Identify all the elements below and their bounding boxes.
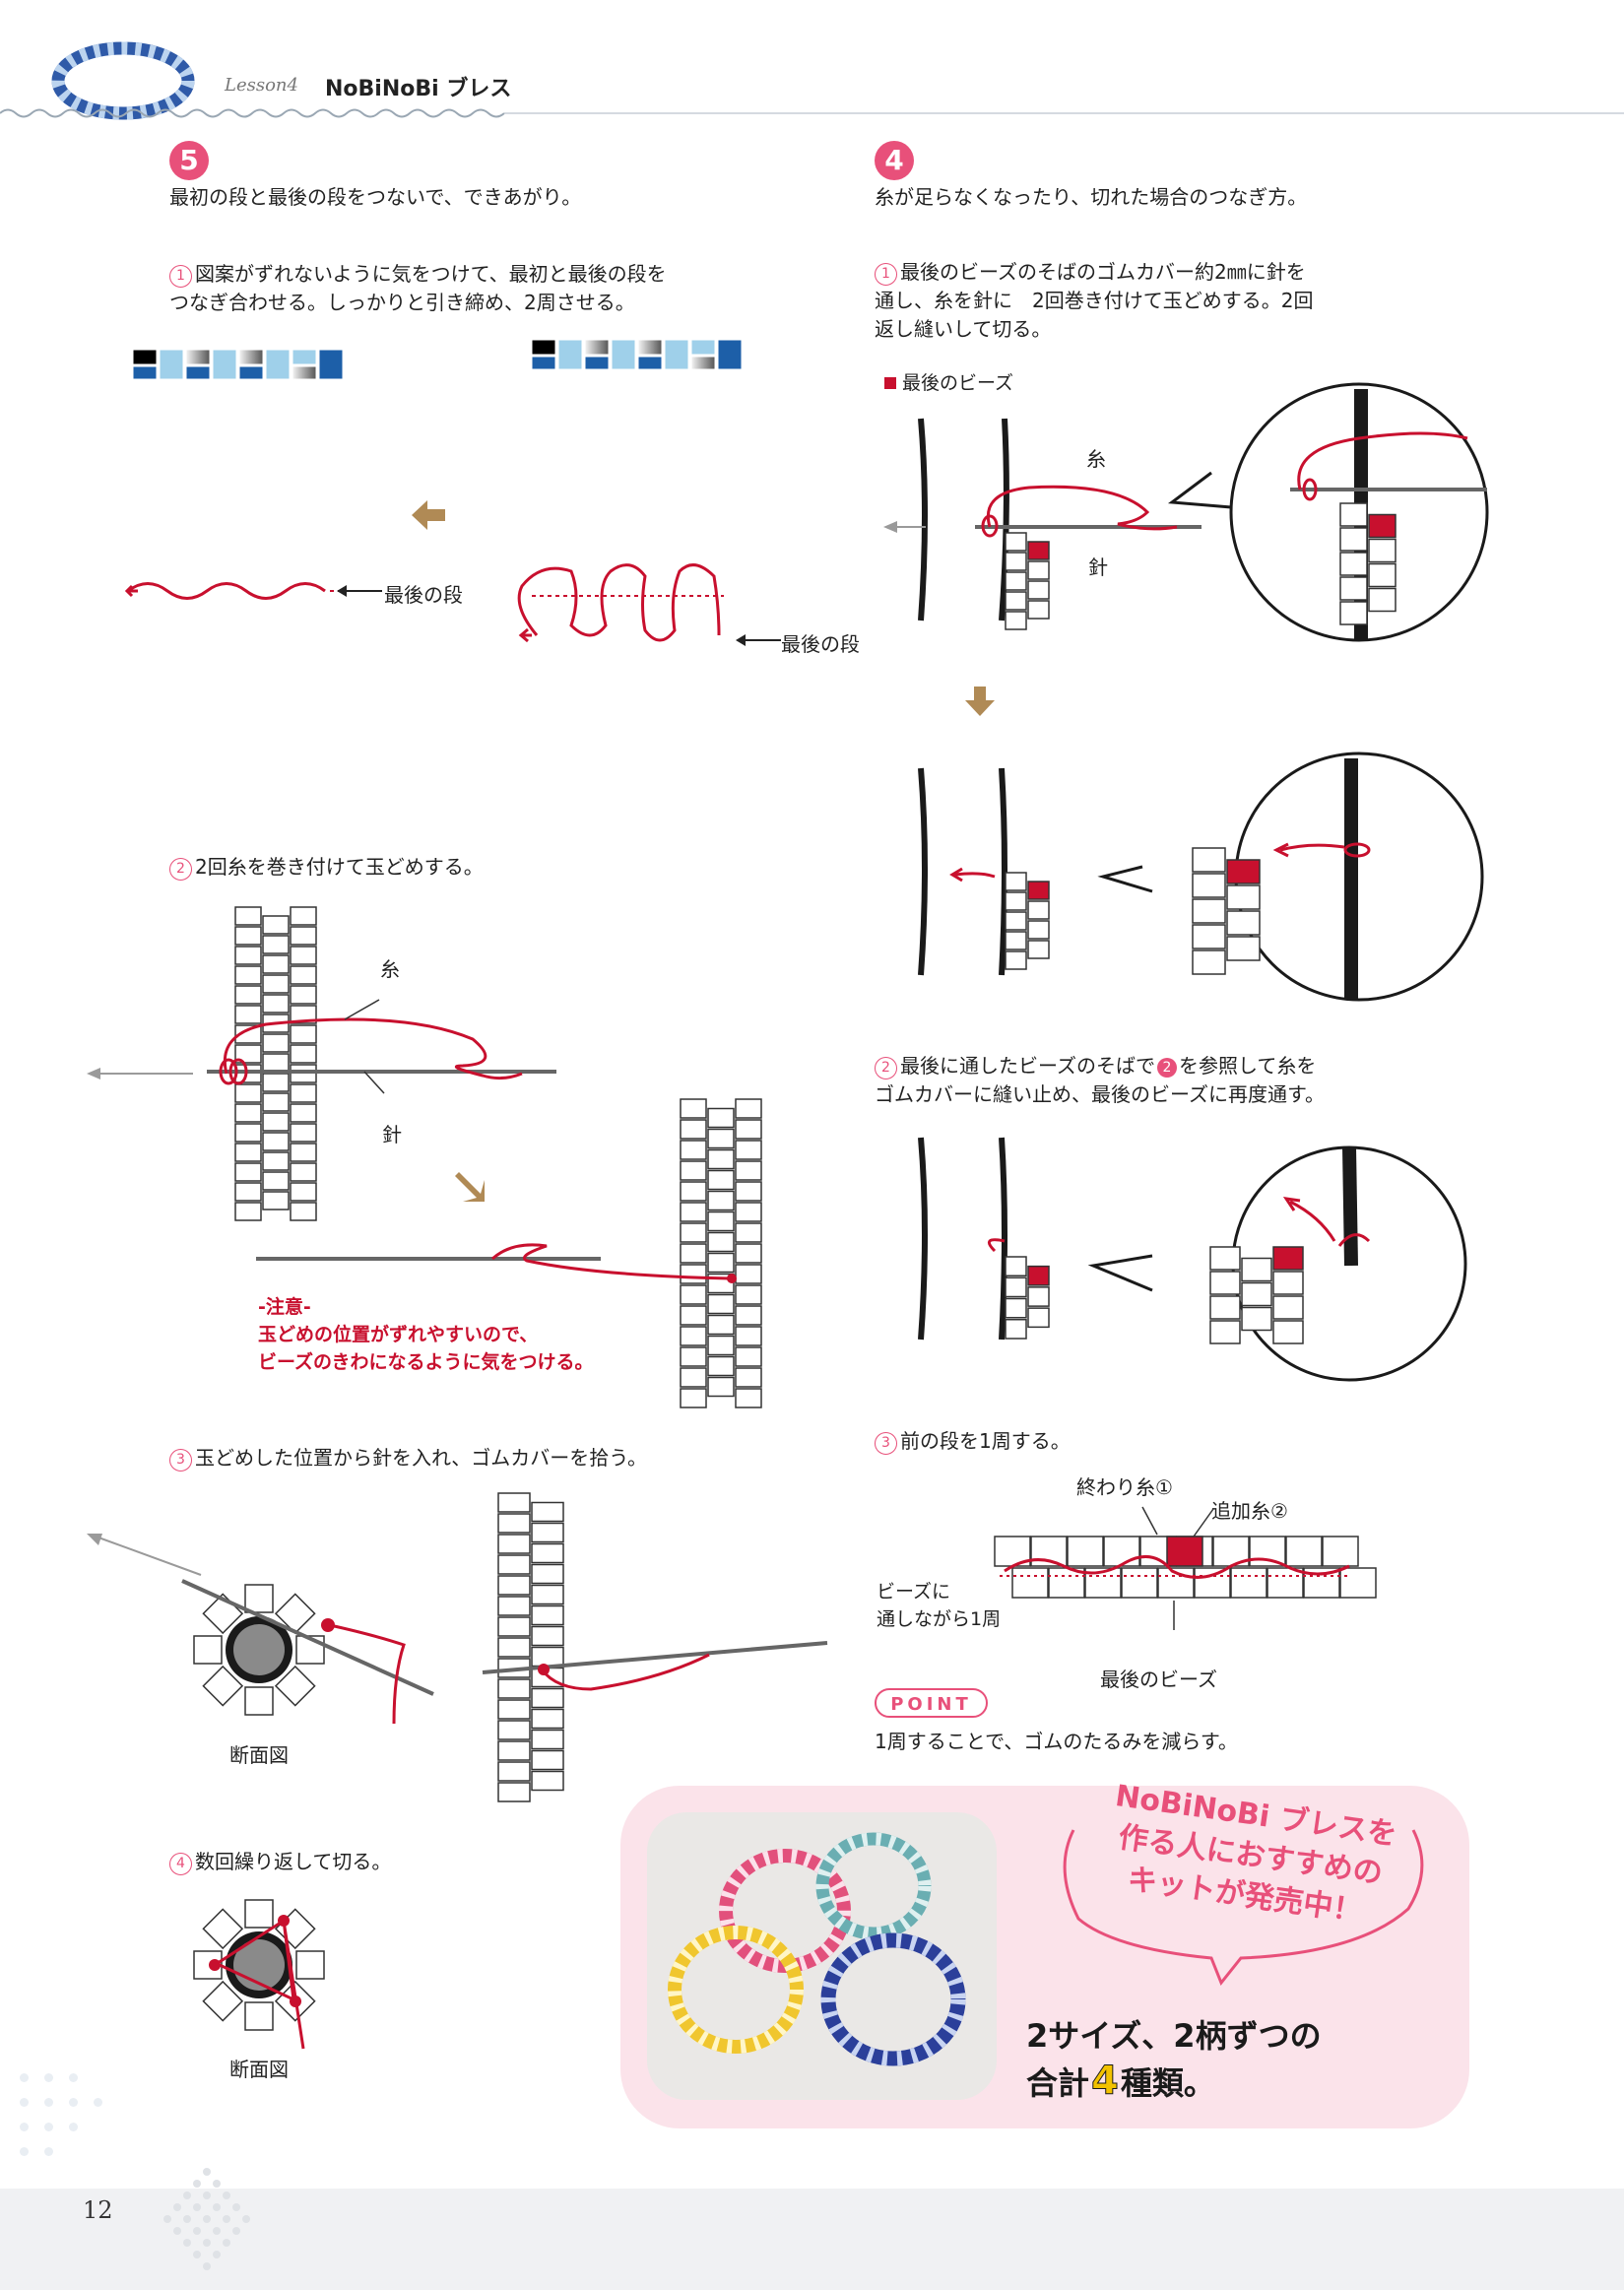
through-beads-label: ビーズに 通しながら1周: [877, 1581, 1002, 1630]
cross-section-needle-1: [181, 1579, 434, 1725]
direction-arrow-left-icon: [412, 500, 445, 530]
cross-section-label-1: 断面図: [229, 1743, 289, 1767]
caution-note: -注意- 玉どめの位置がずれやすいので、 ビーズのきわになるように気をつける。: [258, 1296, 594, 1373]
cross-section-label-2: 断面図: [229, 2058, 289, 2081]
needle-label-right-1: 針: [1088, 556, 1108, 579]
step-badge-4: 4: [875, 141, 914, 180]
page-title: NoBiNoBi ブレス: [325, 77, 512, 101]
pointer-arrow-icon: [736, 634, 781, 646]
bead-strip-r3: [1005, 1256, 1050, 1340]
bead-pattern-before: [132, 349, 344, 380]
bead-strip-knot-diagram: [234, 906, 317, 1221]
needle-thread-through: [256, 1243, 737, 1283]
ring-row-threads: [1000, 1506, 1350, 1630]
point-text: 1周することで、ゴムのたるみを減らす。: [875, 1730, 1238, 1753]
bead-strip-needle-diagram: [497, 1492, 564, 1802]
direction-arrow-down-icon: [965, 687, 995, 716]
promo-count: 4: [1091, 2059, 1120, 2105]
bead-strip-zoom-1: [1339, 502, 1397, 625]
bead-strip-knot-diagram-2: [680, 1098, 762, 1408]
thread-loops-b: [517, 563, 724, 643]
lesson-label: Lesson4: [225, 75, 298, 96]
pattern-number-labels-a: 19 18 17 20 15 14 13 16: [136, 505, 331, 540]
thread-label-left: 糸: [380, 957, 400, 981]
zoom-bubble-1: [1167, 382, 1489, 642]
step-4-title: 糸が足らなくなったり、切れた場合のつなぎ方。: [875, 185, 1308, 209]
bead-strip-r1: [1005, 532, 1050, 630]
sub-number-1: 1: [169, 265, 192, 288]
footer-dots-decoration: [0, 2063, 197, 2231]
bead-strip-zoom-3: [1209, 1246, 1304, 1344]
direction-arrow-down-right-icon: [455, 1172, 485, 1202]
step-badge-5: 5: [169, 141, 209, 180]
pointer-arrow-icon: [337, 585, 382, 597]
last-bead-label: 最後のビーズ: [1100, 1668, 1217, 1691]
promo-photo-bracelets: [647, 1812, 997, 2100]
bracelet-logo-icon: [51, 41, 195, 120]
bead-strip-r2: [1005, 872, 1050, 970]
promo-line-1: 2サイズ、2柄ずつの: [1026, 2017, 1322, 2055]
elastic-cord-diagram-3: [918, 1137, 1007, 1341]
add-thread-label: 追加糸②: [1211, 1499, 1288, 1523]
thread-and-needle-knot: [207, 999, 556, 1094]
zoom-bubble-2: [1097, 752, 1484, 1002]
legend-swatch: [884, 377, 896, 389]
reference-badge: 2: [1157, 1058, 1177, 1078]
footer-diamond-pattern: [163, 2168, 250, 2270]
end-thread-label: 終わり糸①: [1076, 1475, 1173, 1499]
gray-arrow-diagonal-icon: [87, 1534, 202, 1576]
step-5-title: 最初の段と最後の段をつないで、できあがり。: [169, 185, 582, 209]
last-row-label-b: 最後の段: [781, 632, 860, 656]
speech-bubble-outline: [1063, 1829, 1424, 1986]
cross-section-threads-2: [209, 1915, 305, 2050]
elastic-cord-diagram-2: [918, 767, 1007, 976]
gray-arrow-left-icon: [87, 1068, 193, 1080]
elastic-cord-diagram-1: [883, 418, 1202, 622]
footer-band: [0, 2189, 1624, 2290]
last-bead-legend: 最後のビーズ: [884, 368, 1013, 395]
last-row-label-a: 最後の段: [384, 583, 463, 607]
bead-strip-zoom-2: [1192, 847, 1261, 975]
promo-line-2: 合計4種類。: [1026, 2059, 1215, 2105]
bead-pattern-after: [531, 339, 743, 370]
needle-label-left: 針: [382, 1123, 402, 1146]
header-wave-divider: [0, 108, 1624, 118]
page-number: 12: [83, 2196, 113, 2224]
point-badge: POINT: [875, 1688, 988, 1718]
pattern-number-labels-b: 19 18 17 20 15 14 13 16: [535, 492, 730, 527]
thread-label-right-1: 糸: [1086, 447, 1106, 471]
needle-through-strip: [482, 1641, 828, 1691]
